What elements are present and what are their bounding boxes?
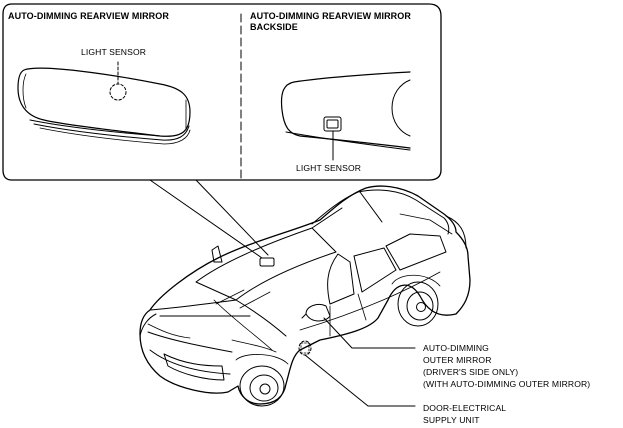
outer-mirror-label-line2: OUTER MIRROR [423, 355, 492, 365]
outer-mirror-label-line4: (WITH AUTO-DIMMING OUTER MIRROR) [423, 379, 591, 389]
outer-mirror-label-line3: (DRIVER'S SIDE ONLY) [423, 367, 519, 377]
outer-mirror-leader [323, 317, 416, 349]
zoom-line-right [195, 179, 269, 256]
outer-mirror-label-line1: AUTO-DIMMING [423, 343, 489, 353]
light-sensor-back-label: LIGHT SENSOR [296, 163, 362, 173]
callout-panel-frame [2, 3, 442, 181]
door-unit-label-line1: DOOR-ELECTRICAL [423, 403, 507, 413]
left-panel-title: AUTO-DIMMING REARVIEW MIRROR [8, 11, 169, 21]
door-unit-leader [304, 354, 416, 407]
right-panel-title-line2: BACKSIDE [250, 22, 298, 32]
vehicle-body [139, 185, 471, 407]
rearview-mirror-front [17, 67, 191, 145]
zoom-line-left [149, 179, 263, 259]
light-sensor-front-marker [109, 83, 127, 101]
door-unit-label-line2: SUPPLY UNIT [423, 415, 480, 425]
light-sensor-front-label: LIGHT SENSOR [81, 47, 147, 57]
right-panel-title-line1: AUTO-DIMMING REARVIEW MIRROR [250, 11, 411, 21]
rearview-mirror-back [280, 71, 411, 151]
